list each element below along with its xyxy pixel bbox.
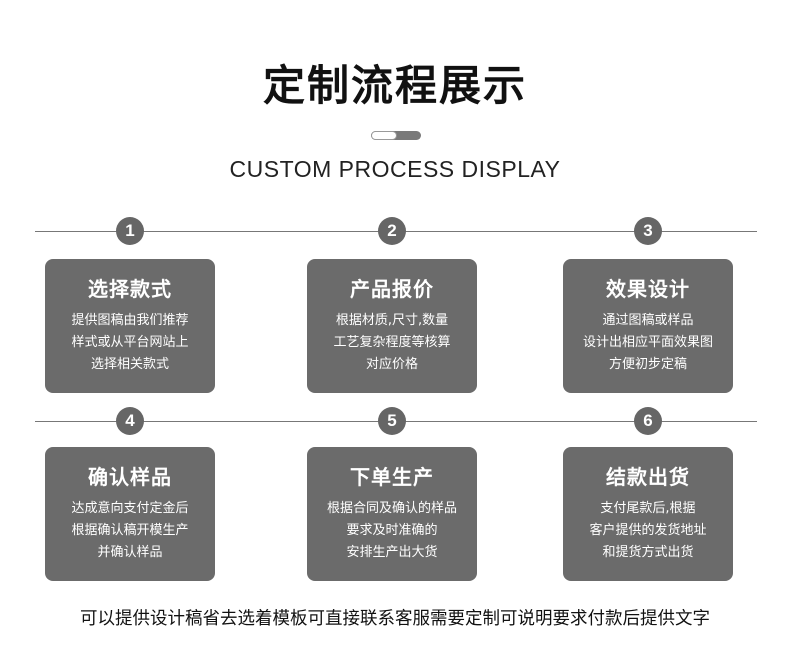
step-card-3: 效果设计 通过图稿或样品 设计出相应平面效果图 方便初步定稿 [563, 259, 733, 393]
step-4-line-1: 达成意向支付定金后 [71, 501, 189, 516]
pill-highlight [371, 131, 397, 140]
step-1-line-1: 提供图稿由我们推荐 [71, 313, 189, 328]
step-3-line-1: 通过图稿或样品 [602, 313, 694, 328]
step-2-line-1: 根据材质,尺寸,数量 [335, 313, 449, 328]
decorative-pill-icon [371, 131, 421, 140]
step-2-line-2: 工艺复杂程度等核算 [333, 335, 451, 350]
footer-note: 可以提供设计稿省去选着模板可直接联系客服需要定制可说明要求付款后提供文字 [80, 609, 710, 629]
step-3-description: 通过图稿或样品 设计出相应平面效果图 方便初步定稿 [563, 310, 733, 376]
step-1-title: 选择款式 [88, 277, 172, 301]
step-5-title: 下单生产 [350, 465, 434, 489]
step-card-2: 产品报价 根据材质,尺寸,数量 工艺复杂程度等核算 对应价格 [307, 259, 477, 393]
step-3-line-3: 方便初步定稿 [608, 357, 687, 372]
step-6-line-2: 客户提供的发货地址 [589, 523, 707, 538]
step-3-number: 3 [634, 217, 662, 245]
step-4-number: 4 [116, 407, 144, 435]
step-1-number: 1 [116, 217, 144, 245]
step-6-line-1: 支付尾款后,根据 [600, 501, 696, 516]
step-card-4: 确认样品 达成意向支付定金后 根据确认稿开模生产 并确认样品 [45, 447, 215, 581]
step-4-title: 确认样品 [88, 465, 172, 489]
step-2-description: 根据材质,尺寸,数量 工艺复杂程度等核算 对应价格 [307, 310, 477, 376]
page-subtitle: CUSTOM PROCESS DISPLAY [229, 156, 561, 182]
step-5-number: 5 [378, 407, 406, 435]
step-3-title: 效果设计 [606, 277, 690, 301]
page-title: 定制流程展示 [262, 61, 527, 110]
step-4-line-2: 根据确认稿开模生产 [71, 523, 189, 538]
step-2-title: 产品报价 [350, 277, 434, 301]
step-6-line-3: 和提货方式出货 [602, 545, 694, 560]
step-4-description: 达成意向支付定金后 根据确认稿开模生产 并确认样品 [45, 498, 215, 564]
step-5-line-3: 安排生产出大货 [346, 545, 438, 560]
step-6-number: 6 [634, 407, 662, 435]
step-2-line-3: 对应价格 [365, 357, 418, 372]
step-5-line-1: 根据合同及确认的样品 [326, 501, 457, 516]
step-card-5: 下单生产 根据合同及确认的样品 要求及时准确的 安排生产出大货 [307, 447, 477, 581]
step-4-line-3: 并确认样品 [97, 545, 163, 560]
step-card-1: 选择款式 提供图稿由我们推荐 样式或从平台网站上 选择相关款式 [45, 259, 215, 393]
step-5-line-2: 要求及时准确的 [346, 523, 438, 538]
step-card-6: 结款出货 支付尾款后,根据 客户提供的发货地址 和提货方式出货 [563, 447, 733, 581]
step-6-title: 结款出货 [606, 465, 690, 489]
step-3-line-2: 设计出相应平面效果图 [582, 335, 713, 350]
step-5-description: 根据合同及确认的样品 要求及时准确的 安排生产出大货 [307, 498, 477, 564]
step-2-number: 2 [378, 217, 406, 245]
step-6-description: 支付尾款后,根据 客户提供的发货地址 和提货方式出货 [563, 498, 733, 564]
step-1-line-3: 选择相关款式 [90, 357, 169, 372]
step-1-description: 提供图稿由我们推荐 样式或从平台网站上 选择相关款式 [45, 310, 215, 376]
step-1-line-2: 样式或从平台网站上 [71, 335, 189, 350]
